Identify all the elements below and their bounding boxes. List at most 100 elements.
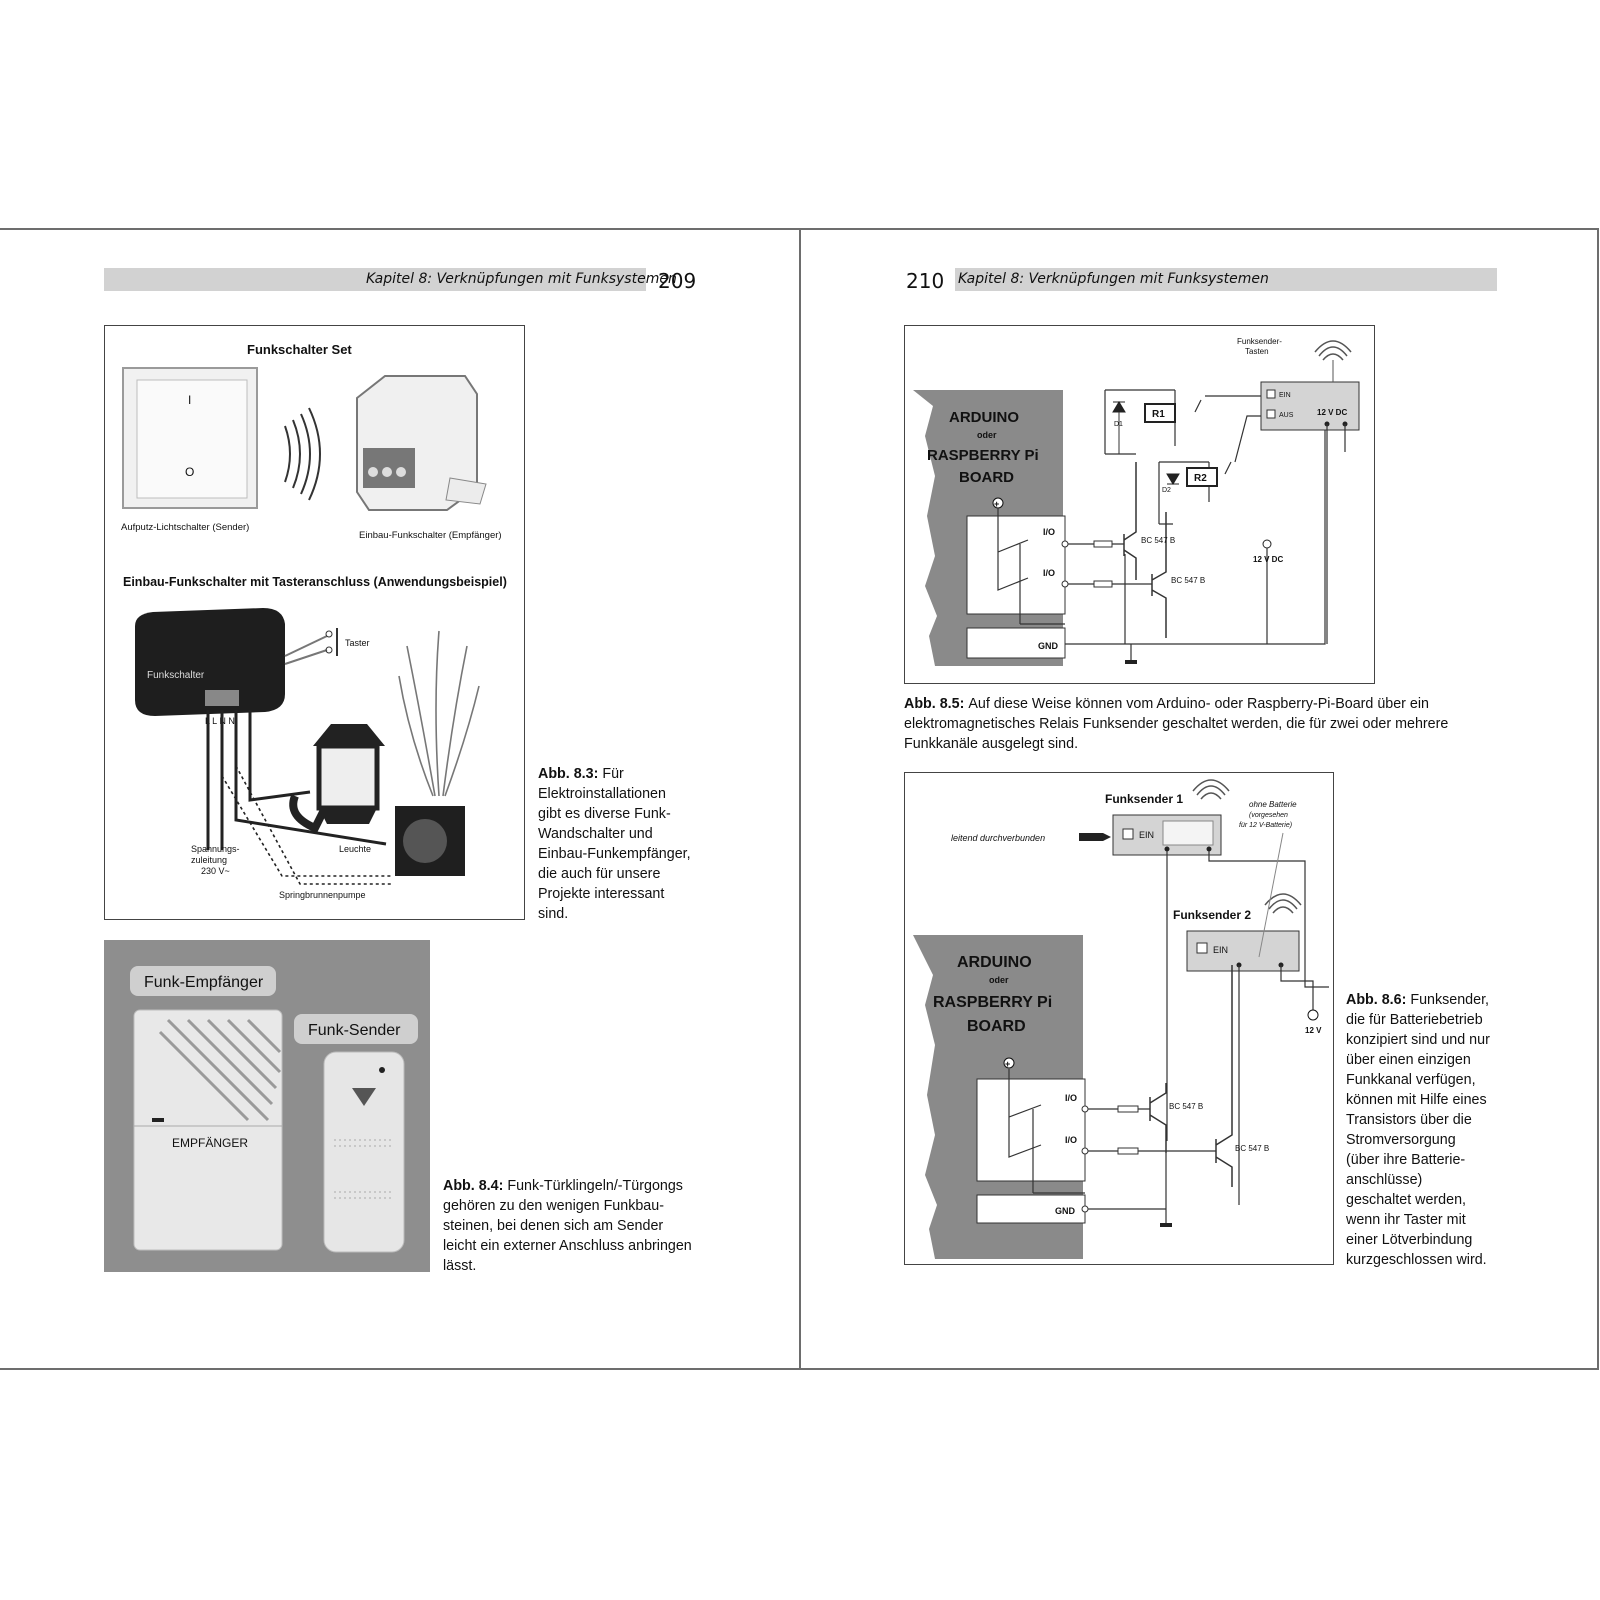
- fig83-label-taster: Taster: [345, 638, 370, 648]
- fig86-board-2: oder: [989, 975, 1009, 985]
- page-gutter: [799, 228, 801, 1370]
- figure-8-6: Funksender 1 EIN ohne Batterie (vorgeseh…: [904, 772, 1334, 1265]
- fig86-board-3: RASPBERRY Pi: [933, 994, 1052, 1011]
- fig83-title-bottom: Einbau-Funkschalter mit Tasteranschluss …: [123, 575, 507, 589]
- fig85-caption-line: Auf diese Weise können vom Arduino- oder…: [968, 696, 1429, 712]
- fig85-caption-line: Funkkanäle ausgelegt sind.: [904, 736, 1079, 752]
- fig85-aus: AUS: [1279, 412, 1294, 419]
- fig85-r2: R2: [1194, 473, 1207, 484]
- fig83-caption-line: sind.: [538, 906, 569, 922]
- fig85-sender-supply: 12 V DC: [1317, 408, 1347, 417]
- fig83-caption-line: Projekte interessant: [538, 886, 665, 902]
- fig86-no-battery-2: (vorgesehen: [1249, 812, 1288, 819]
- fig84-caption-title: Abb. 8.4:: [443, 1178, 508, 1194]
- fig86-sender-1: Funksender 1: [1105, 792, 1183, 806]
- fig84-caption-line: gehören zu den wenigen Funkbau-: [443, 1198, 664, 1214]
- fig85-caption-title: Abb. 8.5:: [904, 696, 969, 712]
- fig86-plus: +: [1005, 1059, 1010, 1069]
- fig86-caption-line: einer Lötverbindung: [1346, 1232, 1473, 1248]
- fig86-io-1: I/O: [1065, 1093, 1077, 1103]
- fig86-caption-line: (über ihre Batterie-: [1346, 1152, 1466, 1168]
- fig84-device-text: EMPFÄNGER: [172, 1136, 248, 1150]
- right-header-bar: [955, 268, 1497, 291]
- right-header-title: Kapitel 8: Verknüpfungen mit Funksysteme…: [958, 271, 1269, 287]
- figure-8-4-photo: Funk-Empfänger Funk-Sender EMPFÄNGER: [104, 940, 430, 1272]
- fig83-switch-on: I: [188, 393, 191, 407]
- fig83-caption: Abb. 8.3: Für Elektroinstallationen gibt…: [538, 764, 718, 924]
- right-page-number: 210: [906, 269, 945, 293]
- fig83-label-leuchte: Leuchte: [339, 844, 371, 854]
- fig84-label-receiver: Funk-Empfänger: [144, 974, 264, 991]
- figure-8-6-schematic: Funksender 1 EIN ohne Batterie (vorgeseh…: [913, 779, 1329, 1259]
- fig86-io-2: I/O: [1065, 1135, 1077, 1145]
- fig86-ein-1: EIN: [1139, 830, 1154, 840]
- fig86-caption-line: wenn ihr Taster mit: [1346, 1212, 1466, 1228]
- fig85-supply: 12 V DC: [1253, 555, 1283, 564]
- fig86-caption-line: anschlüsse): [1346, 1172, 1423, 1188]
- fig86-caption: Abb. 8.6: Funksender, die für Batteriebe…: [1346, 990, 1526, 1270]
- fig86-caption-line: Transistors über die: [1346, 1112, 1472, 1128]
- fig85-gnd: GND: [1038, 641, 1059, 651]
- fig85-board-1: ARDUINO: [949, 409, 1019, 426]
- fig85-board-3: RASPBERRY Pi: [927, 447, 1039, 464]
- fig85-transistor-2: BC 547 B: [1171, 576, 1205, 585]
- fig84-caption: Abb. 8.4: Funk-Türklingeln/-Türgongs geh…: [443, 1176, 703, 1276]
- fig86-sender-2: Funksender 2: [1173, 908, 1251, 922]
- fig86-gnd: GND: [1055, 1206, 1076, 1216]
- fig86-caption-line: Stromversorgung: [1346, 1132, 1456, 1148]
- fig86-caption-line: Funkkanal verfügen,: [1346, 1072, 1476, 1088]
- fig85-board-4: BOARD: [959, 469, 1014, 486]
- fig83-terminals: L L N N: [205, 716, 235, 726]
- fig83-caption-line: Elektroinstallationen: [538, 786, 666, 802]
- fig83-caption-line: gibt es diverse Funk-: [538, 806, 671, 822]
- fig83-caption-line: Wandschalter und: [538, 826, 653, 842]
- fig86-board-4: BOARD: [967, 1018, 1026, 1035]
- fig83-caption-line: die auch für unsere: [538, 866, 661, 882]
- fig86-caption-line: kurzgeschlossen wird.: [1346, 1252, 1487, 1268]
- fig83-label-receiver: Einbau-Funkschalter (Empfänger): [359, 530, 502, 541]
- figure-8-5-schematic: ARDUINO oder RASPBERRY Pi BOARD + I/O I/…: [913, 337, 1360, 666]
- fig86-no-battery-3: für 12 V-Batterie): [1239, 822, 1292, 829]
- fig86-board-1: ARDUINO: [957, 954, 1032, 971]
- fig86-caption-title: Abb. 8.6:: [1346, 992, 1411, 1008]
- fig84-caption-line: steinen, bei denen sich am Sender: [443, 1218, 664, 1234]
- figure-8-4: Funk-Empfänger Funk-Sender EMPFÄNGER: [104, 940, 430, 1272]
- fig83-title-top: Funkschalter Set: [247, 342, 352, 357]
- fig83-supply-2: zuleitung: [191, 855, 227, 865]
- left-header-title: Kapitel 8: Verknüpfungen mit Funksysteme…: [366, 271, 677, 287]
- fig85-ein: EIN: [1279, 392, 1291, 399]
- fig85-io-2: I/O: [1043, 568, 1055, 578]
- fig83-supply-1: Spannungs-: [191, 844, 240, 854]
- fig85-plus: +: [994, 499, 999, 509]
- fig83-caption-title: Abb. 8.3:: [538, 766, 603, 782]
- left-header-bar: [104, 268, 646, 291]
- fig84-caption-line: Funk-Türklingeln/-Türgongs: [507, 1178, 683, 1194]
- fig83-caption-line: Einbau-Funkempfänger,: [538, 846, 691, 862]
- fig85-transistor-1: BC 547 B: [1141, 536, 1175, 545]
- fig85-d1: D1: [1114, 421, 1123, 428]
- figure-8-5: ARDUINO oder RASPBERRY Pi BOARD + I/O I/…: [904, 325, 1375, 684]
- fig85-keys-2: Tasten: [1245, 347, 1269, 356]
- fig85-d2: D2: [1162, 487, 1171, 494]
- fig86-caption-line: konzipiert sind und nur: [1346, 1032, 1490, 1048]
- fig85-keys-1: Funksender-: [1237, 337, 1282, 346]
- fig85-io-1: I/O: [1043, 527, 1055, 537]
- fig86-transistor-1: BC 547 B: [1169, 1102, 1203, 1111]
- left-page-number: 209: [658, 269, 697, 293]
- fig86-caption-line: geschaltet werden,: [1346, 1192, 1467, 1208]
- figure-8-3-illustration: Funkschalter Set I O Aufputz-Lichtschalt…: [121, 342, 507, 900]
- fig84-caption-line: leicht ein externer Anschluss anbringen: [443, 1238, 692, 1254]
- fig85-caption-line: elektromagnetisches Relais Funksender ge…: [904, 716, 1449, 732]
- fig86-caption-line: Funksender,: [1410, 992, 1490, 1008]
- fig86-no-battery-1: ohne Batterie: [1249, 800, 1297, 809]
- fig86-caption-line: die für Batteriebetrieb: [1346, 1012, 1483, 1028]
- fig85-board-2: oder: [977, 430, 997, 440]
- fig83-label-funkschalter: Funkschalter: [147, 670, 205, 681]
- fig86-transistor-2: BC 547 B: [1235, 1144, 1269, 1153]
- fig83-switch-off: O: [185, 465, 194, 479]
- fig86-supply: 12 V: [1305, 1026, 1322, 1035]
- fig85-r1: R1: [1152, 409, 1165, 420]
- figure-8-3: Funkschalter Set I O Aufputz-Lichtschalt…: [104, 325, 525, 920]
- fig83-caption-line: Für: [602, 766, 624, 782]
- fig84-label-sender: Funk-Sender: [308, 1022, 401, 1039]
